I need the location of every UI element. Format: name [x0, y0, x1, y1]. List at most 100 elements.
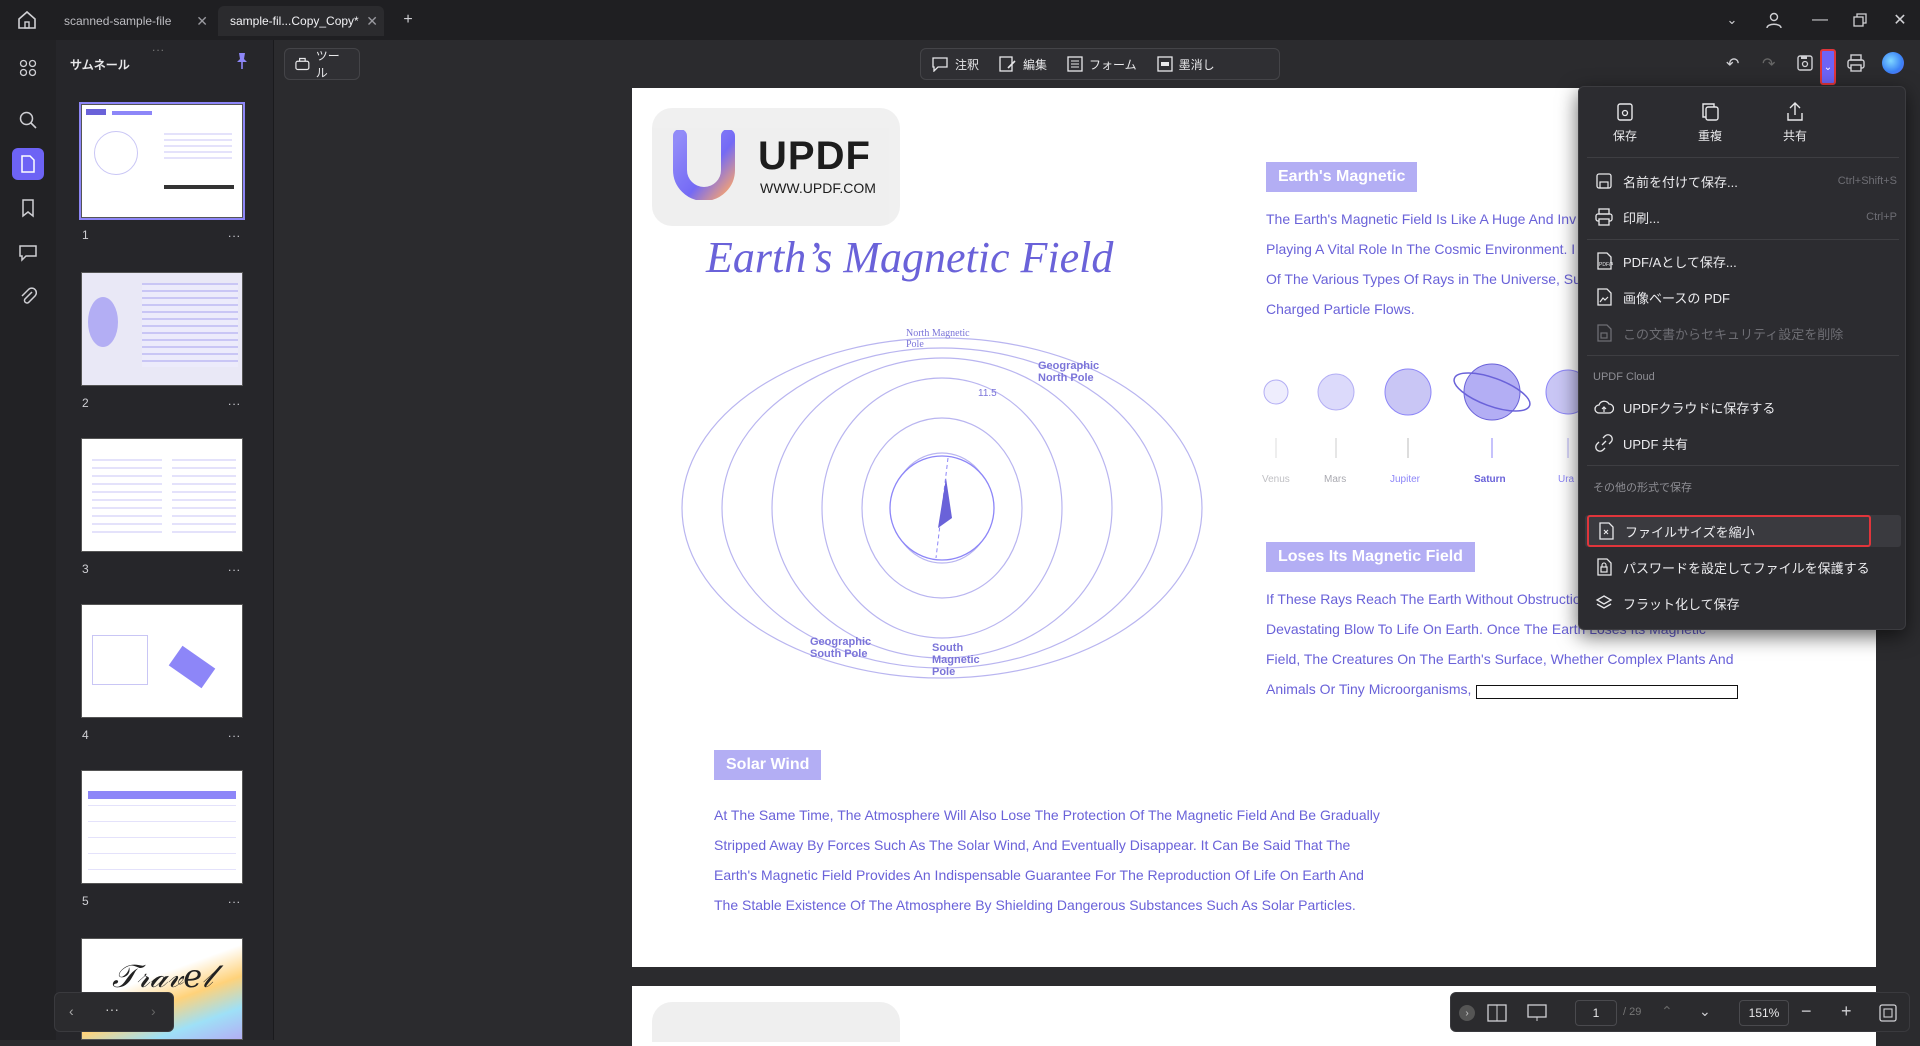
thumbnail-page-2[interactable] [81, 272, 243, 386]
menu-duplicate-button[interactable]: 重複 [1680, 101, 1740, 144]
reduce-size-icon [1595, 520, 1617, 542]
save-icon [1595, 101, 1655, 127]
chevron-down-icon: ⌄ [1823, 61, 1833, 73]
menu-item-label: 画像ベースの PDF [1623, 290, 1730, 306]
minimize-icon[interactable]: — [1812, 11, 1828, 28]
thumbnail-page-5[interactable] [81, 770, 243, 884]
duplicate-icon [1680, 101, 1740, 127]
menu-divider [1587, 355, 1899, 356]
page-layout-icon[interactable] [1487, 1004, 1507, 1027]
flatten-icon [1593, 592, 1615, 614]
chevron-down-icon[interactable]: ⌄ [1726, 12, 1738, 27]
restore-icon[interactable] [1848, 8, 1872, 32]
close-window-icon[interactable]: ✕ [1893, 12, 1907, 29]
bookmark-icon[interactable] [12, 192, 44, 224]
menu-share-button[interactable]: 共有 [1765, 101, 1825, 144]
redo-icon[interactable]: ↷ [1762, 56, 1776, 73]
zoom-in-icon[interactable]: + [1841, 1001, 1852, 1021]
next-icon[interactable]: › [151, 1003, 156, 1019]
tab-scanned-sample-file[interactable]: scanned-sample-file ✕ [52, 6, 212, 36]
save-options-dropdown-button[interactable]: ⌄ [1820, 49, 1836, 85]
cloud-save-icon [1593, 396, 1615, 418]
menu-image-based-pdf[interactable]: 画像ベースの PDF [1587, 281, 1899, 313]
comment-label: 注釈 [955, 57, 980, 72]
menu-print[interactable]: 印刷... Ctrl+P [1587, 201, 1899, 233]
tools-label: ツール [315, 49, 340, 80]
fit-page-icon[interactable] [1879, 1004, 1897, 1027]
presentation-icon[interactable] [1527, 1004, 1547, 1027]
page-nav-bar: ‹ ··· › [54, 992, 174, 1032]
edit-mode-button[interactable]: 編集 [989, 56, 1057, 73]
menu-item-label: 名前を付けて保存... [1623, 174, 1738, 190]
thumbnail-more-icon[interactable]: ... [228, 726, 242, 740]
zoom-level: 151% [1748, 1006, 1780, 1020]
label-geographic-south-pole: Geographic South Pole [810, 636, 872, 660]
section2-line: Animals Or Tiny Microorganisms, [1266, 681, 1472, 697]
collapse-icon[interactable]: › [1459, 1005, 1475, 1021]
link-icon [1593, 432, 1615, 454]
thumbnail-page-1[interactable] [79, 102, 245, 220]
menu-updf-share[interactable]: UPDF 共有 [1587, 427, 1899, 459]
menu-flatten-save[interactable]: フラット化して保存 [1587, 587, 1899, 619]
menu-save-to-cloud[interactable]: UPDFクラウドに保存する [1587, 391, 1899, 423]
thumbnail-more-icon[interactable]: ... [228, 892, 242, 906]
form-mode-button[interactable]: フォーム [1057, 56, 1147, 73]
section1-line: Of The Various Types Of Rays in The Univ… [1266, 271, 1581, 287]
thumbnail-number: 4 [82, 728, 89, 742]
form-label: フォーム [1089, 57, 1137, 72]
title-bar: scanned-sample-file ✕ sample-fil...Copy_… [0, 0, 1920, 40]
account-icon[interactable] [1762, 8, 1786, 32]
undo-icon[interactable]: ↶ [1726, 56, 1740, 73]
thumbnails-icon[interactable] [12, 148, 44, 180]
thumbnail-page-4[interactable] [81, 604, 243, 718]
share-icon [1765, 101, 1825, 127]
remove-security-icon [1593, 322, 1615, 344]
comments-icon[interactable] [12, 236, 44, 268]
more-icon[interactable]: ··· [105, 1001, 119, 1017]
thumbnail-more-icon[interactable]: ... [228, 394, 242, 408]
toolbox-icon [295, 57, 310, 71]
thumbnail-page-3[interactable] [81, 438, 243, 552]
save-icon[interactable] [1796, 54, 1814, 77]
search-icon[interactable] [12, 104, 44, 136]
menu-password-protect[interactable]: パスワードを設定してファイルを保護する [1587, 551, 1899, 583]
menu-item-label: この文書からセキュリティ設定を削除 [1623, 326, 1844, 342]
new-tab-icon[interactable]: + [403, 11, 413, 28]
tab-sample-file-copy[interactable]: sample-fil...Copy_Copy* ✕ [218, 6, 384, 36]
zoom-out-icon[interactable]: − [1801, 1001, 1812, 1021]
drag-handle[interactable]: ... [152, 40, 166, 54]
page-down-icon[interactable]: ⌄ [1699, 1003, 1711, 1019]
comment-mode-button[interactable]: 注釈 [921, 56, 989, 73]
print-icon[interactable] [1846, 53, 1866, 78]
home-icon[interactable] [16, 9, 38, 31]
apps-icon[interactable] [12, 52, 44, 84]
zoom-level-field[interactable]: 151% [1739, 1000, 1789, 1026]
magnetic-field-diagram [681, 337, 1203, 679]
total-pages: / 29 [1623, 1006, 1642, 1018]
close-tab-icon[interactable]: ✕ [196, 12, 208, 29]
page-number-input[interactable]: 1 [1575, 1000, 1617, 1026]
thumbnail-panel: サムネール ... 1 ... 2 ... 3 ... 4 ... 5 ... … [54, 40, 274, 1040]
attachment-icon[interactable] [12, 280, 44, 312]
menu-save-as[interactable]: 名前を付けて保存... Ctrl+Shift+S [1587, 165, 1899, 197]
svg-text:PDF/A: PDF/A [1599, 262, 1613, 268]
previous-icon[interactable]: ‹ [69, 1003, 74, 1019]
thumbnail-more-icon[interactable]: ... [228, 226, 242, 240]
section1-line: The Earth's Magnetic Field Is Like A Hug… [1266, 211, 1577, 227]
redaction-box[interactable] [1476, 685, 1738, 699]
tab-label: sample-fil...Copy_Copy* [230, 14, 359, 28]
panel-title: サムネール [70, 58, 130, 72]
page-up-icon[interactable]: ⌃ [1661, 1003, 1673, 1019]
redact-mode-button[interactable]: 墨消し [1147, 56, 1225, 73]
ai-assistant-icon[interactable] [1882, 52, 1904, 74]
pin-icon[interactable] [234, 52, 250, 75]
menu-reduce-file-size[interactable]: ファイルサイズを縮小 [1587, 515, 1871, 547]
menu-save-button[interactable]: 保存 [1595, 101, 1655, 144]
close-tab-icon[interactable]: ✕ [366, 12, 378, 29]
tools-button[interactable]: ツール [284, 48, 360, 80]
thumbnail-more-icon[interactable]: ... [228, 560, 242, 574]
menu-save-as-pdfa[interactable]: PDF/A PDF/Aとして保存... [1587, 245, 1899, 277]
form-icon [1067, 56, 1083, 72]
edit-label: 編集 [1023, 57, 1048, 72]
menu-remove-security: この文書からセキュリティ設定を削除 [1587, 317, 1899, 349]
